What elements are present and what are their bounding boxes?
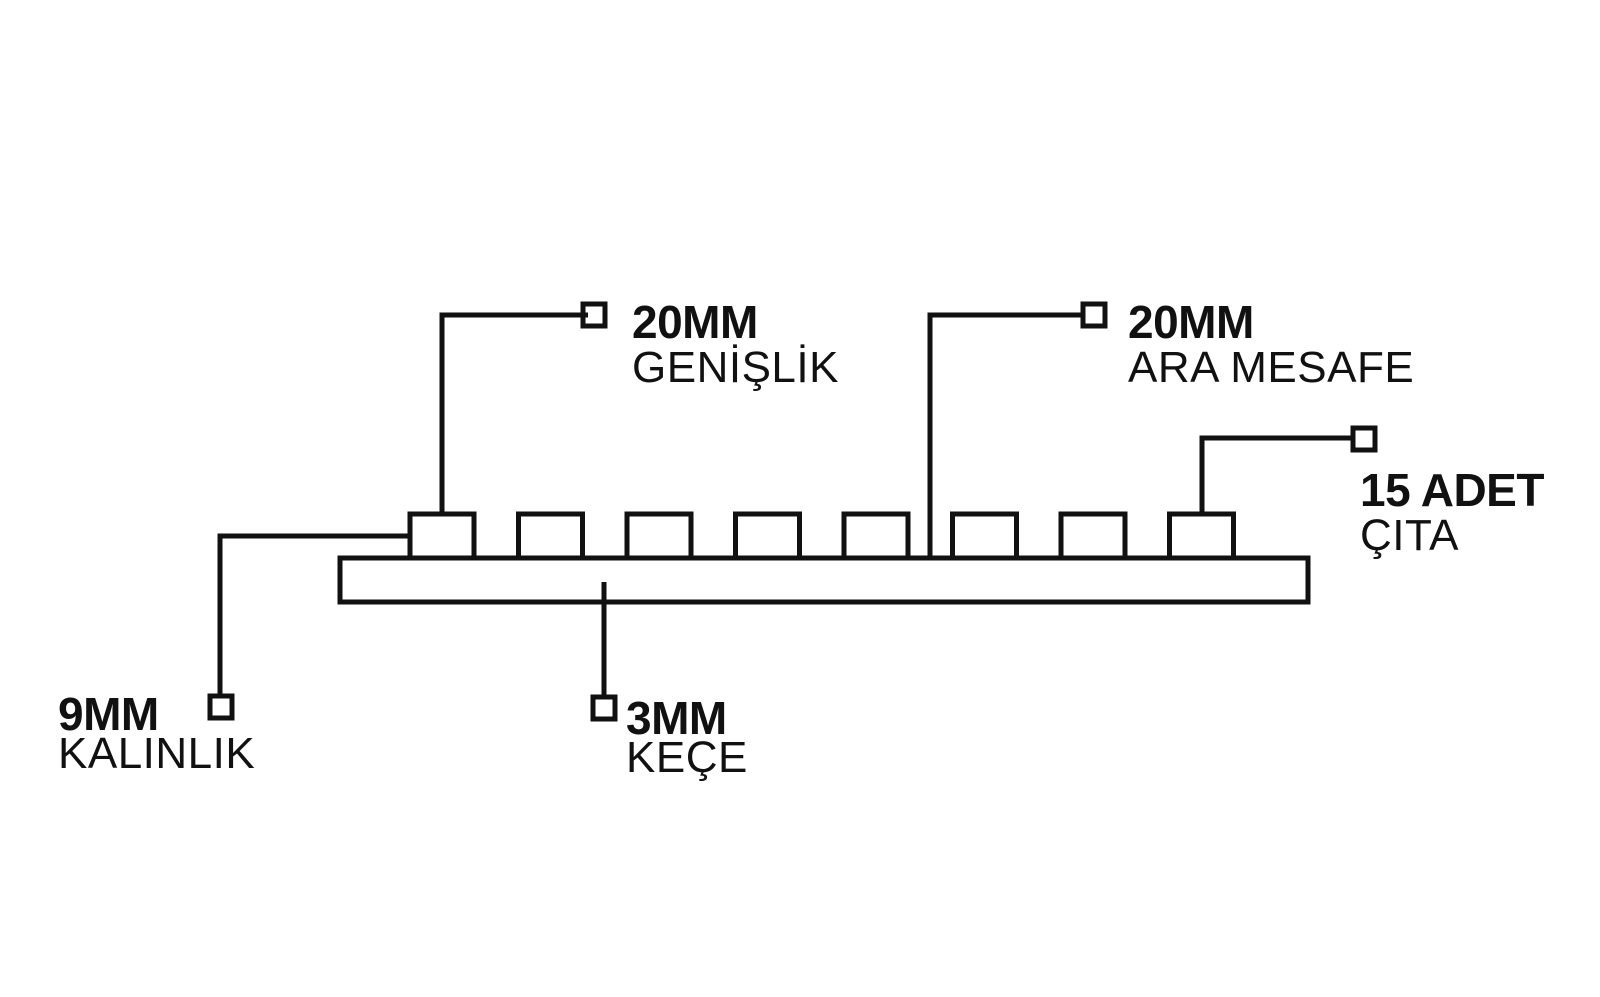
- felt-name: KEÇE: [626, 733, 748, 782]
- slat: [624, 511, 694, 561]
- thickness-value: 9MM: [58, 688, 159, 740]
- callout-labels: 20MM GENİŞLİK 20MM ARA MESAFE 15 ADET ÇI…: [58, 296, 1545, 782]
- slat: [407, 511, 477, 561]
- slat: [841, 511, 911, 561]
- width-name: GENİŞLİK: [632, 343, 839, 392]
- leader-marker-felt: [590, 694, 618, 722]
- width-value: 20MM: [632, 296, 758, 348]
- felt-base-strip: [337, 555, 1311, 605]
- leader-lines: [207, 301, 1378, 722]
- leader-line-count: [1199, 435, 1353, 514]
- leader-marker-thickness: [207, 693, 235, 721]
- leader-line-spacing: [927, 312, 1083, 558]
- leader-line-width: [439, 312, 588, 514]
- slat: [1058, 511, 1128, 561]
- count-value: 15 ADET: [1360, 464, 1544, 516]
- slat: [950, 511, 1019, 561]
- leader-marker-count: [1350, 425, 1378, 453]
- leader-line-thickness: [217, 533, 410, 696]
- panel-drawing: [337, 511, 1311, 605]
- slat: [733, 511, 802, 561]
- count-name: ÇITA: [1360, 511, 1459, 560]
- slat: [516, 511, 585, 561]
- felt-value: 3MM: [626, 692, 727, 744]
- leader-marker-spacing: [1080, 301, 1108, 329]
- spacing-value: 20MM: [1128, 296, 1254, 348]
- slat-group: [407, 511, 1236, 561]
- spacing-name: ARA MESAFE: [1128, 343, 1414, 392]
- thickness-name: KALINLIK: [58, 729, 255, 778]
- slat: [1167, 511, 1236, 561]
- leader-marker-width: [580, 301, 608, 329]
